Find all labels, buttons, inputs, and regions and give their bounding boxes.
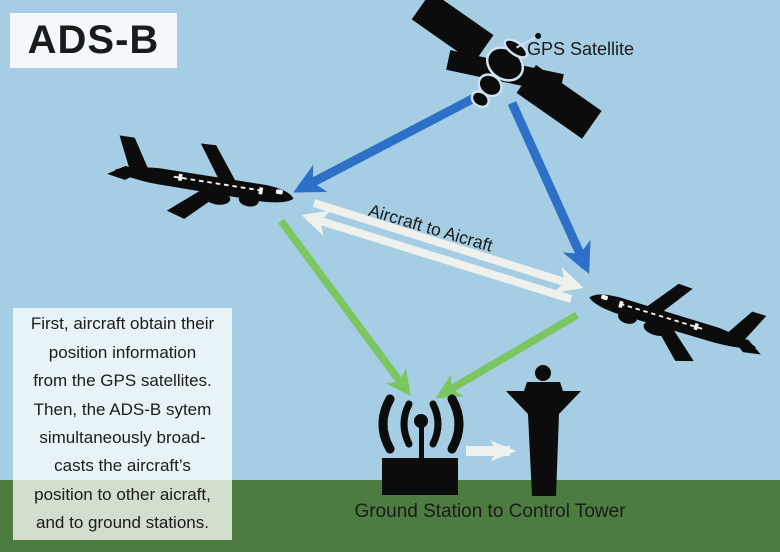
arrow-left-aircraft-to-ground-station	[277, 218, 411, 397]
aircraft-icon-right	[578, 259, 775, 386]
ground-station-icon	[378, 394, 464, 495]
description-line: and to ground stations.	[36, 513, 209, 533]
description-line: from the GPS satellites.	[33, 371, 212, 391]
description-line: position information	[48, 342, 197, 362]
gps-satellite-icon	[411, 0, 602, 139]
description-line: Then, the ADS-B sytem	[33, 399, 212, 419]
arrow-right-aircraft-to-ground-station	[435, 311, 579, 399]
aircraft-icon-left	[101, 128, 301, 237]
arrow-right-to-left-aircraft	[301, 210, 573, 303]
ground-station-caption: Ground Station to Control Tower	[354, 501, 626, 522]
control-tower-icon	[506, 365, 581, 496]
page-title: ADS-B	[27, 18, 160, 62]
arrow-gps-to-right-aircraft	[507, 101, 591, 274]
description-line: First, aircraft obtain their	[30, 314, 215, 334]
description-line: simultaneously broad-	[39, 428, 206, 447]
gps-satellite-label: GPS Satellite	[527, 39, 635, 59]
description-line: position to other aicraft,	[34, 484, 211, 504]
title-box: ADS-B	[10, 13, 177, 68]
arrow-left-to-right-aircraft	[312, 199, 584, 293]
description-line: casts the aircraft’s	[54, 456, 191, 476]
arrow-gps-to-left-aircraft	[293, 91, 483, 193]
description-panel: First, aircraft obtain their position in…	[13, 308, 232, 540]
